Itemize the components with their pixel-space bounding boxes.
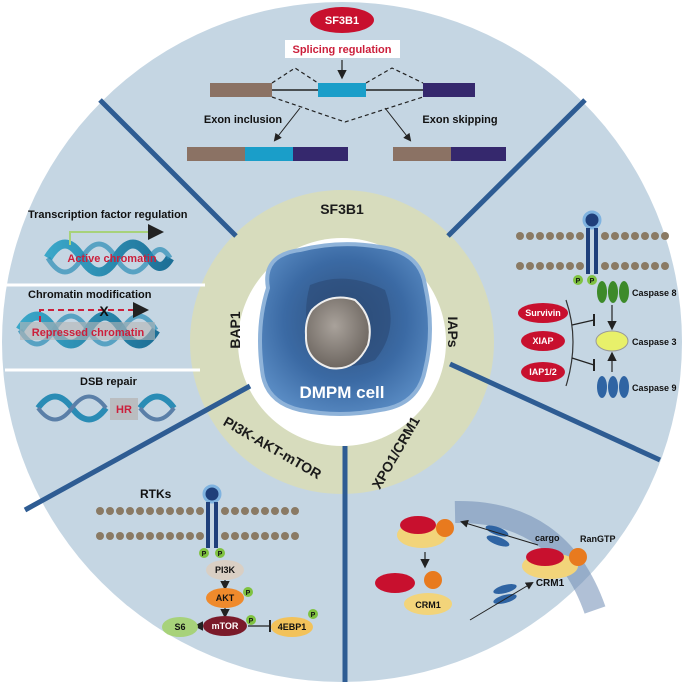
caspase3-label: Caspase 3	[632, 337, 677, 347]
hr-label: HR	[116, 404, 132, 416]
bap1-panel: Transcription factor regulation Active c…	[16, 209, 188, 423]
s6-label: S6	[174, 622, 185, 632]
p-label-akt: P	[246, 590, 251, 597]
active-chromatin-label: Active chromatin	[67, 253, 157, 265]
p-label-mtor: P	[249, 618, 254, 625]
survivin-pill	[518, 303, 568, 323]
active-chromatin-dna	[44, 239, 174, 277]
nuclear-envelope	[454, 500, 606, 614]
dsb-repair-label: DSB repair	[80, 376, 138, 388]
exon-3	[423, 83, 475, 97]
splicing-box	[285, 40, 400, 58]
caspase9-label: Caspase 9	[632, 383, 677, 393]
xiap-label: XIAP	[532, 336, 553, 346]
rtk-receptor	[202, 484, 222, 504]
pi3k-label: PI3K	[215, 565, 236, 575]
dmpm-cell: DMPM cell	[258, 242, 432, 416]
pi3k-panel: RTKs P P PI3K AKT P mTOR P S6 4EBP1 P	[96, 484, 318, 637]
repressed-shade	[20, 322, 155, 340]
exon-1	[210, 83, 272, 97]
sf3b1-badge-label: SF3B1	[325, 15, 359, 27]
crm1-left-label: CRM1	[415, 600, 441, 610]
survivin-label: Survivin	[525, 308, 561, 318]
p-label-rtk-2: P	[218, 551, 223, 558]
sector-dividers	[23, 98, 662, 682]
repressed-chromatin-label: Repressed chromatin	[32, 327, 145, 339]
iap12-pill	[521, 362, 565, 382]
p-label-iap-1: P	[576, 278, 581, 285]
chromatin-mod-label: Chromatin modification	[28, 289, 152, 301]
ring-label-bap1: BAP1	[227, 311, 243, 349]
iap12-label: IAP1/2	[529, 367, 557, 377]
4ebp1-label: 4EBP1	[278, 622, 307, 632]
tf-regulation-label: Transcription factor regulation	[28, 209, 188, 221]
rangtp-label: RanGTP	[580, 534, 616, 544]
crm1-right-label: CRM1	[536, 578, 565, 589]
caspase8-label: Caspase 8	[632, 288, 677, 298]
center-label: DMPM cell	[299, 383, 384, 402]
ring-label-iaps: IAPs	[445, 316, 461, 347]
cargo-label: cargo	[535, 533, 560, 543]
death-receptor	[582, 210, 602, 230]
exon-skipping-label: Exon skipping	[422, 114, 497, 126]
exon-2	[318, 83, 366, 97]
nucleus	[304, 296, 371, 370]
xpo1-panel: CRM1 cargo RanGTP CRM1	[375, 500, 616, 621]
iaps-panel: P P Caspase 8 Caspase 3 Caspase 9 Surviv…	[516, 210, 677, 398]
bap1-subdividers	[5, 283, 205, 372]
p-label-4ebp1: P	[311, 612, 316, 619]
ring-label-sf3b1: SF3B1	[320, 201, 364, 217]
rtks-label: RTKs	[140, 487, 172, 501]
block-x-mark: X	[99, 303, 109, 319]
p-label-rtk-1: P	[202, 551, 207, 558]
xiap-pill	[521, 331, 565, 351]
akt-label: AKT	[216, 593, 235, 603]
splicing-label: Splicing regulation	[292, 44, 391, 56]
sf3b1-badge	[310, 7, 374, 33]
p-label-iap-2: P	[590, 278, 595, 285]
sf3b1-panel: SF3B1 Splicing regulation Exon inclusion…	[187, 7, 506, 161]
dsb-dna	[35, 393, 177, 423]
mtor-label: mTOR	[212, 621, 239, 631]
exon-inclusion-label: Exon inclusion	[204, 114, 283, 126]
